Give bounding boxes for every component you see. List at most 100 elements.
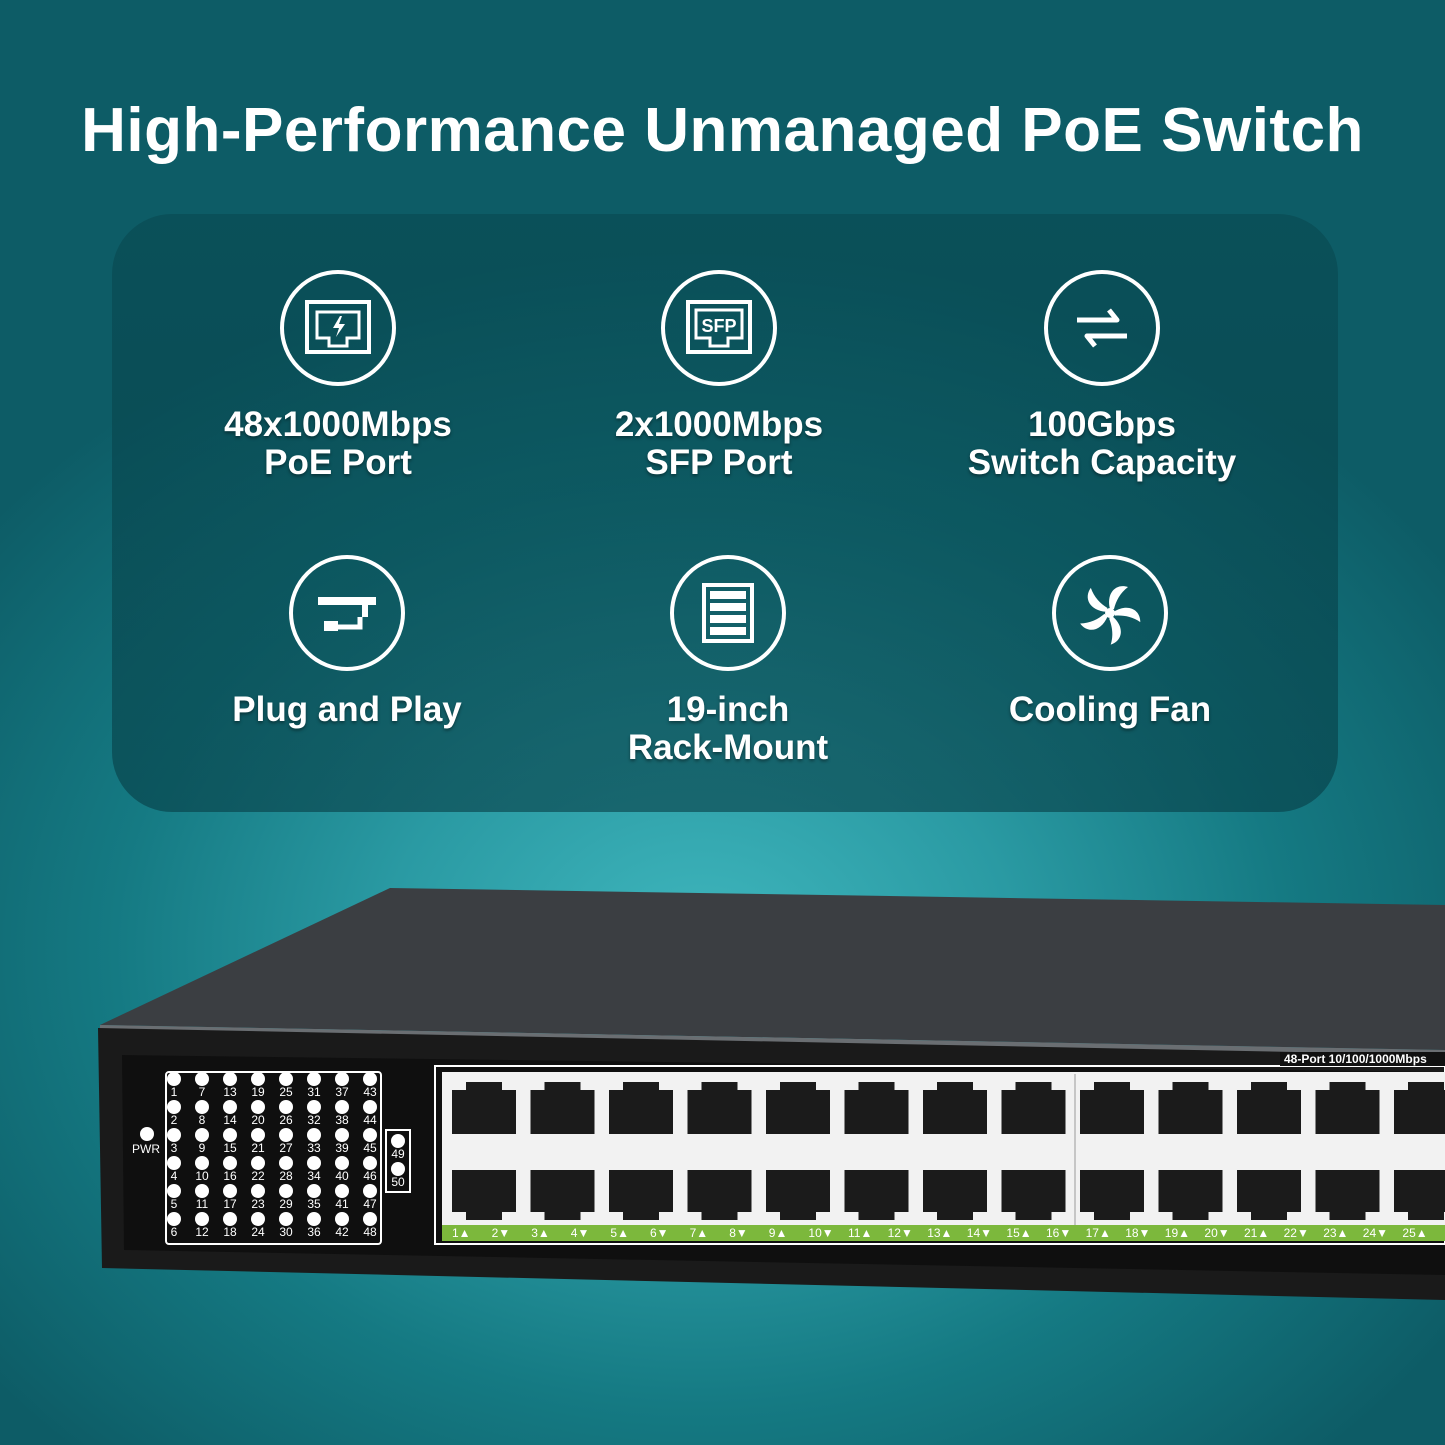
- sfp-led: [391, 1162, 405, 1176]
- ethernet-port[interactable]: [844, 1170, 909, 1220]
- port-led: [251, 1184, 265, 1198]
- led-label: 5: [171, 1197, 178, 1211]
- port-led: [363, 1128, 377, 1142]
- ethernet-port[interactable]: [1080, 1082, 1144, 1134]
- led-label: 34: [307, 1169, 321, 1183]
- led-label: 19: [251, 1085, 265, 1099]
- port-number-label: 2▼: [492, 1226, 511, 1240]
- led-label: 24: [251, 1225, 265, 1239]
- led-label: 1: [171, 1085, 178, 1099]
- port-number-label: 25▲: [1402, 1226, 1427, 1240]
- port-led: [167, 1184, 181, 1198]
- led-label: 10: [195, 1169, 209, 1183]
- ethernet-port[interactable]: [1394, 1082, 1445, 1134]
- feature-line1: 48x1000Mbps: [224, 405, 452, 444]
- ethernet-port[interactable]: [530, 1082, 595, 1134]
- led-label: 4: [171, 1169, 178, 1183]
- ethernet-port[interactable]: [1080, 1170, 1144, 1220]
- ethernet-port[interactable]: [766, 1082, 830, 1134]
- feature-line2: SFP Port: [645, 443, 793, 482]
- feature-line1: Cooling Fan: [1008, 690, 1212, 729]
- ethernet-port[interactable]: [1315, 1082, 1380, 1134]
- ethernet-port[interactable]: [1158, 1082, 1223, 1134]
- ethernet-port[interactable]: [1158, 1170, 1223, 1220]
- feature-line1: Plug and Play: [232, 690, 462, 729]
- led-label: 47: [363, 1197, 377, 1211]
- port-number-label: 3▲: [531, 1226, 550, 1240]
- port-led: [279, 1156, 293, 1170]
- ethernet-port[interactable]: [609, 1082, 673, 1134]
- ethernet-port[interactable]: [452, 1170, 516, 1220]
- ethernet-port[interactable]: [844, 1082, 909, 1134]
- led-label: 9: [199, 1141, 206, 1155]
- port-led: [167, 1072, 181, 1086]
- ethernet-port[interactable]: [1237, 1082, 1301, 1134]
- port-number-label: 7▲: [690, 1226, 709, 1240]
- sfp-led-panel: [385, 1129, 411, 1193]
- switch-top-surface: [100, 888, 1445, 1050]
- port-led: [335, 1128, 349, 1142]
- sfp-port-icon: SFP: [661, 270, 777, 386]
- ethernet-port[interactable]: [1237, 1170, 1301, 1220]
- port-led: [363, 1100, 377, 1114]
- port-led: [363, 1184, 377, 1198]
- port-led: [279, 1184, 293, 1198]
- port-led: [195, 1100, 209, 1114]
- feature-line2: Rack-Mount: [627, 728, 829, 767]
- led-label: 3: [171, 1141, 178, 1155]
- led-label: 39: [335, 1141, 349, 1155]
- port-led: [279, 1212, 293, 1226]
- ethernet-port[interactable]: [766, 1170, 830, 1220]
- sfp-icon-text: SFP: [701, 316, 736, 336]
- led-label: 7: [199, 1085, 206, 1099]
- sfp-led: [391, 1134, 405, 1148]
- port-led: [335, 1184, 349, 1198]
- feature-line1: 19-inch: [666, 690, 790, 729]
- led-label: 25: [279, 1085, 293, 1099]
- led-label: 33: [307, 1141, 321, 1155]
- port-label-strip: [442, 1225, 1445, 1241]
- feature-cooling-fan: Cooling Fan: [920, 555, 1300, 729]
- port-number-label: 8▼: [729, 1226, 748, 1240]
- port-number-label: 19▲: [1165, 1226, 1190, 1240]
- led-label: 11: [196, 1197, 209, 1211]
- port-led: [279, 1072, 293, 1086]
- port-led: [251, 1072, 265, 1086]
- port-led: [363, 1072, 377, 1086]
- led-label: 26: [279, 1113, 293, 1127]
- ethernet-port[interactable]: [687, 1082, 752, 1134]
- ethernet-port[interactable]: [923, 1170, 987, 1220]
- feature-line2: PoE Port: [264, 443, 412, 482]
- ethernet-port[interactable]: [452, 1082, 516, 1134]
- model-label-bg: [1280, 1052, 1445, 1066]
- led-label: 6: [171, 1225, 178, 1239]
- port-led: [223, 1212, 237, 1226]
- led-label: 22: [251, 1169, 265, 1183]
- feature-line2: Switch Capacity: [967, 443, 1237, 482]
- port-led: [223, 1184, 237, 1198]
- led-label: 31: [307, 1085, 321, 1099]
- ethernet-port[interactable]: [609, 1170, 673, 1220]
- port-led: [335, 1156, 349, 1170]
- ethernet-port[interactable]: [923, 1082, 987, 1134]
- led-label: 44: [363, 1113, 377, 1127]
- feature-line1: 100Gbps: [1028, 405, 1176, 444]
- led-label: 32: [307, 1113, 321, 1127]
- port-led: [167, 1156, 181, 1170]
- port-led: [279, 1128, 293, 1142]
- pwr-led: [140, 1127, 154, 1141]
- port-led: [307, 1212, 321, 1226]
- port-number-label: 14▼: [967, 1226, 992, 1240]
- ethernet-port[interactable]: [1001, 1170, 1066, 1220]
- port-led: [307, 1072, 321, 1086]
- port-number-label: 13▲: [927, 1226, 952, 1240]
- led-label: 46: [363, 1169, 377, 1183]
- ethernet-port[interactable]: [1001, 1082, 1066, 1134]
- ethernet-port[interactable]: [687, 1170, 752, 1220]
- feature-plug-and-play: Plug and Play: [157, 555, 537, 729]
- ethernet-port[interactable]: [1394, 1170, 1445, 1220]
- ethernet-port[interactable]: [530, 1170, 595, 1220]
- ethernet-port[interactable]: [1315, 1170, 1380, 1220]
